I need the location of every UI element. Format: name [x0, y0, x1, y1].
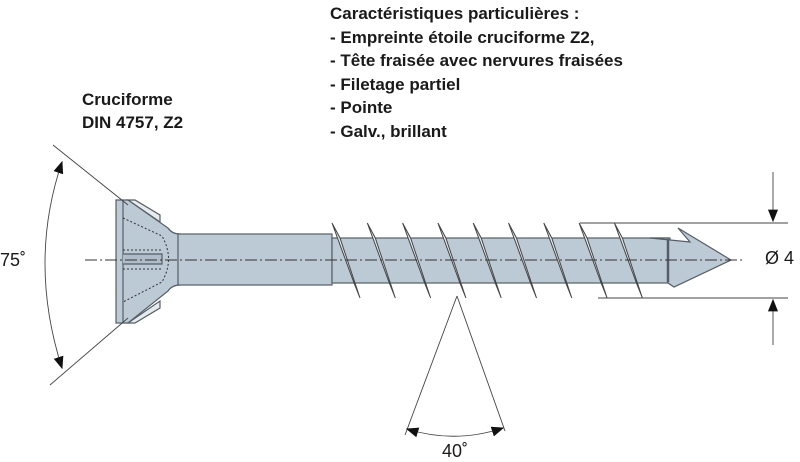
head-angle-dimension	[44, 144, 129, 386]
head-type-line1: Cruciforme	[82, 90, 173, 109]
screw-point	[649, 227, 733, 288]
screw-head	[115, 199, 181, 324]
feature-item: - Filetage partiel	[330, 74, 461, 94]
features-list: Caractéristiques particulières : - Empre…	[330, 2, 623, 143]
recess-hidden-lines	[122, 217, 169, 303]
diameter-dimension	[580, 172, 788, 345]
feature-item: - Pointe	[330, 98, 393, 117]
thread-flank	[508, 222, 537, 299]
diameter-label: Ø 4	[765, 248, 795, 268]
head-angle-label: 75˚	[0, 250, 27, 270]
feature-item: - Tête fraisée avec nervures fraisées	[330, 51, 623, 70]
head-type-line2: DIN 4757, Z2	[82, 113, 184, 132]
thread-angle-label: 40˚	[442, 441, 469, 461]
thread-flank	[543, 222, 573, 299]
feature-item: - Galv., brillant	[330, 121, 447, 141]
thread-angle-dimension	[404, 295, 506, 438]
feature-item: - Empreinte étoile cruciforme Z2,	[330, 27, 595, 47]
head-type-label: Cruciforme DIN 4757, Z2	[82, 88, 183, 134]
features-title: Caractéristiques particulières :	[330, 4, 580, 23]
